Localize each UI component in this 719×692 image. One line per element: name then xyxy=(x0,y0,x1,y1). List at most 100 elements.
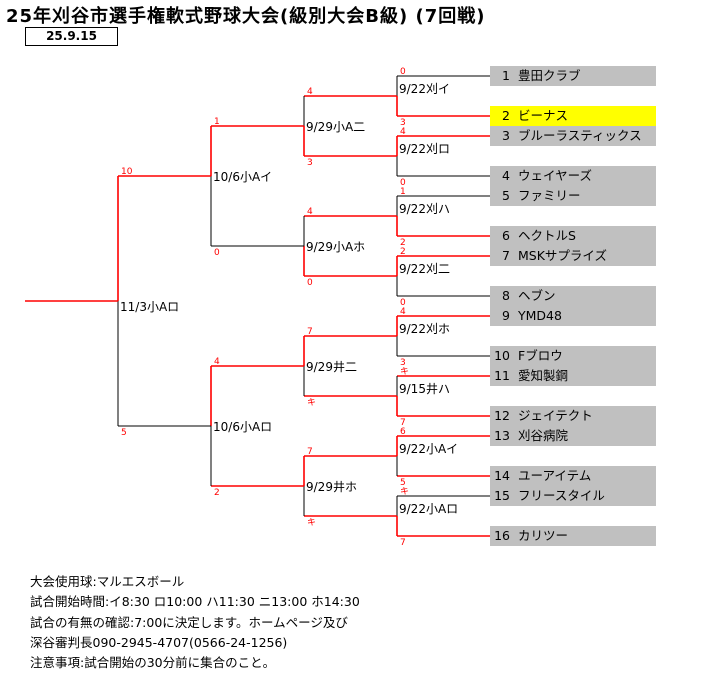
match-label: 9/22小Aイ xyxy=(399,442,458,456)
score: 4 xyxy=(400,307,406,317)
team-number: 5 xyxy=(502,188,510,203)
team-name: カリツー xyxy=(518,528,569,543)
score: 2 xyxy=(214,488,220,498)
match-label: 9/22刈ハ xyxy=(399,202,450,216)
score: 0 xyxy=(307,278,313,288)
score: 4 xyxy=(214,357,220,367)
team-number: 1 xyxy=(502,68,510,83)
score: 10 xyxy=(121,167,133,177)
score: キ xyxy=(307,518,316,528)
notes: 大会使用球:マルエスボール 試合開始時間:イ8:30 ロ10:00 ハ11:30… xyxy=(30,572,360,673)
score: 6 xyxy=(400,427,406,437)
team-name: ブルーラスティックス xyxy=(518,128,642,143)
score: 3 xyxy=(400,358,406,368)
score: 4 xyxy=(400,127,406,137)
team-number: 3 xyxy=(502,128,510,143)
team-number: 6 xyxy=(502,228,510,243)
match-label: 9/15井ハ xyxy=(399,382,450,396)
score: 7 xyxy=(307,447,313,457)
team-box: 2 ビーナス xyxy=(490,106,656,126)
team-name: ヘクトルS xyxy=(518,228,576,243)
note-confirmation: 試合の有無の確認:7:00に決定します。ホームページ及び xyxy=(30,614,348,630)
team-box: 3 ブルーラスティックス xyxy=(490,126,656,146)
team-number: 2 xyxy=(502,108,510,123)
note-caution: 注意事項:試合開始の30分前に集合のこと。 xyxy=(30,655,276,671)
date-box: 25.9.15 xyxy=(25,27,118,46)
team-box: 15 フリースタイル xyxy=(490,486,656,506)
team-number: 4 xyxy=(502,168,510,183)
team-number: 11 xyxy=(494,368,510,383)
score: 3 xyxy=(307,158,313,168)
match-label: 9/22刈ロ xyxy=(399,142,450,156)
score: 3 xyxy=(400,118,406,128)
team-name: MSKサプライズ xyxy=(518,248,608,263)
team-box: 9 YMD48 xyxy=(490,306,656,326)
team-name: ウェイヤーズ xyxy=(518,168,593,183)
note-start-time: 試合開始時間:イ8:30 ロ10:00 ハ11:30 ニ13:00 ホ14:30 xyxy=(30,594,360,610)
score: 7 xyxy=(307,327,313,337)
match-label: 9/22刈二 xyxy=(399,262,450,276)
team-number: 9 xyxy=(502,308,510,323)
score: 5 xyxy=(400,478,406,488)
match-label: 9/22刈ホ xyxy=(399,322,450,336)
team-box: 1 豊田クラブ xyxy=(490,66,656,86)
match-label: 9/22小Aロ xyxy=(399,502,458,516)
score: 1 xyxy=(400,187,406,197)
team-box: 13 刈谷病院 xyxy=(490,426,656,446)
team-number: 15 xyxy=(494,488,510,503)
team-box: 4 ウェイヤーズ xyxy=(490,166,656,186)
team-number: 10 xyxy=(494,348,510,363)
team-box: 7 MSKサプライズ xyxy=(490,246,656,266)
match-label: 9/29井ホ xyxy=(306,480,357,494)
score: 4 xyxy=(307,87,313,97)
score: 0 xyxy=(400,67,406,77)
team-number: 14 xyxy=(494,468,510,483)
score: 7 xyxy=(400,418,406,428)
score: キ xyxy=(400,487,409,497)
score: 1 xyxy=(214,117,220,127)
team-name: Fブロウ xyxy=(518,348,563,363)
team-box: 12 ジェイテクト xyxy=(490,406,656,426)
team-box: 8 ヘブン xyxy=(490,286,656,306)
team-box: 10 Fブロウ xyxy=(490,346,656,366)
team-name: フリースタイル xyxy=(518,488,605,503)
team-name: 刈谷病院 xyxy=(518,428,569,443)
score: 7 xyxy=(400,538,406,548)
note-ball: 大会使用球:マルエスボール xyxy=(30,574,185,589)
team-number: 12 xyxy=(494,408,510,423)
match-label: 9/29井二 xyxy=(306,360,357,374)
team-name: YMD48 xyxy=(518,308,562,323)
note-contact: 深谷審判長090-2945-4707(0566-24-1256) xyxy=(30,634,288,650)
team-name: ビーナス xyxy=(518,108,569,123)
score: 2 xyxy=(400,238,406,248)
team-number: 7 xyxy=(502,248,510,263)
team-name: ユーアイテム xyxy=(518,468,592,483)
score: 0 xyxy=(400,298,406,308)
team-number: 16 xyxy=(494,528,510,543)
match-label: 9/29小A二 xyxy=(306,120,365,134)
team-name: 愛知製鋼 xyxy=(518,368,569,383)
match-label: 9/22刈イ xyxy=(399,82,450,96)
match-label: 10/6小Aイ xyxy=(213,170,272,184)
team-box: 11 愛知製鋼 xyxy=(490,366,656,386)
score: キ xyxy=(307,398,316,408)
team-name: 豊田クラブ xyxy=(518,68,581,83)
match-label: 9/29小Aホ xyxy=(306,240,365,254)
match-label: 10/6小Aロ xyxy=(213,420,272,434)
page-title: 25年刈谷市選手権軟式野球大会(級別大会B級) (7回戦) xyxy=(6,6,486,27)
team-name: ジェイテクト xyxy=(518,408,593,423)
team-name: ヘブン xyxy=(518,288,556,303)
score: キ xyxy=(400,367,409,377)
final-label: 11/3小Aロ xyxy=(120,300,179,314)
score: 2 xyxy=(400,247,406,257)
score: 5 xyxy=(121,428,127,438)
score: 0 xyxy=(400,178,406,188)
team-number: 8 xyxy=(502,288,510,303)
team-box: 14 ユーアイテム xyxy=(490,466,656,486)
team-number: 13 xyxy=(494,428,510,443)
score: 4 xyxy=(307,207,313,217)
team-box: 6 ヘクトルS xyxy=(490,226,656,246)
team-box: 16 カリツー xyxy=(490,526,656,546)
